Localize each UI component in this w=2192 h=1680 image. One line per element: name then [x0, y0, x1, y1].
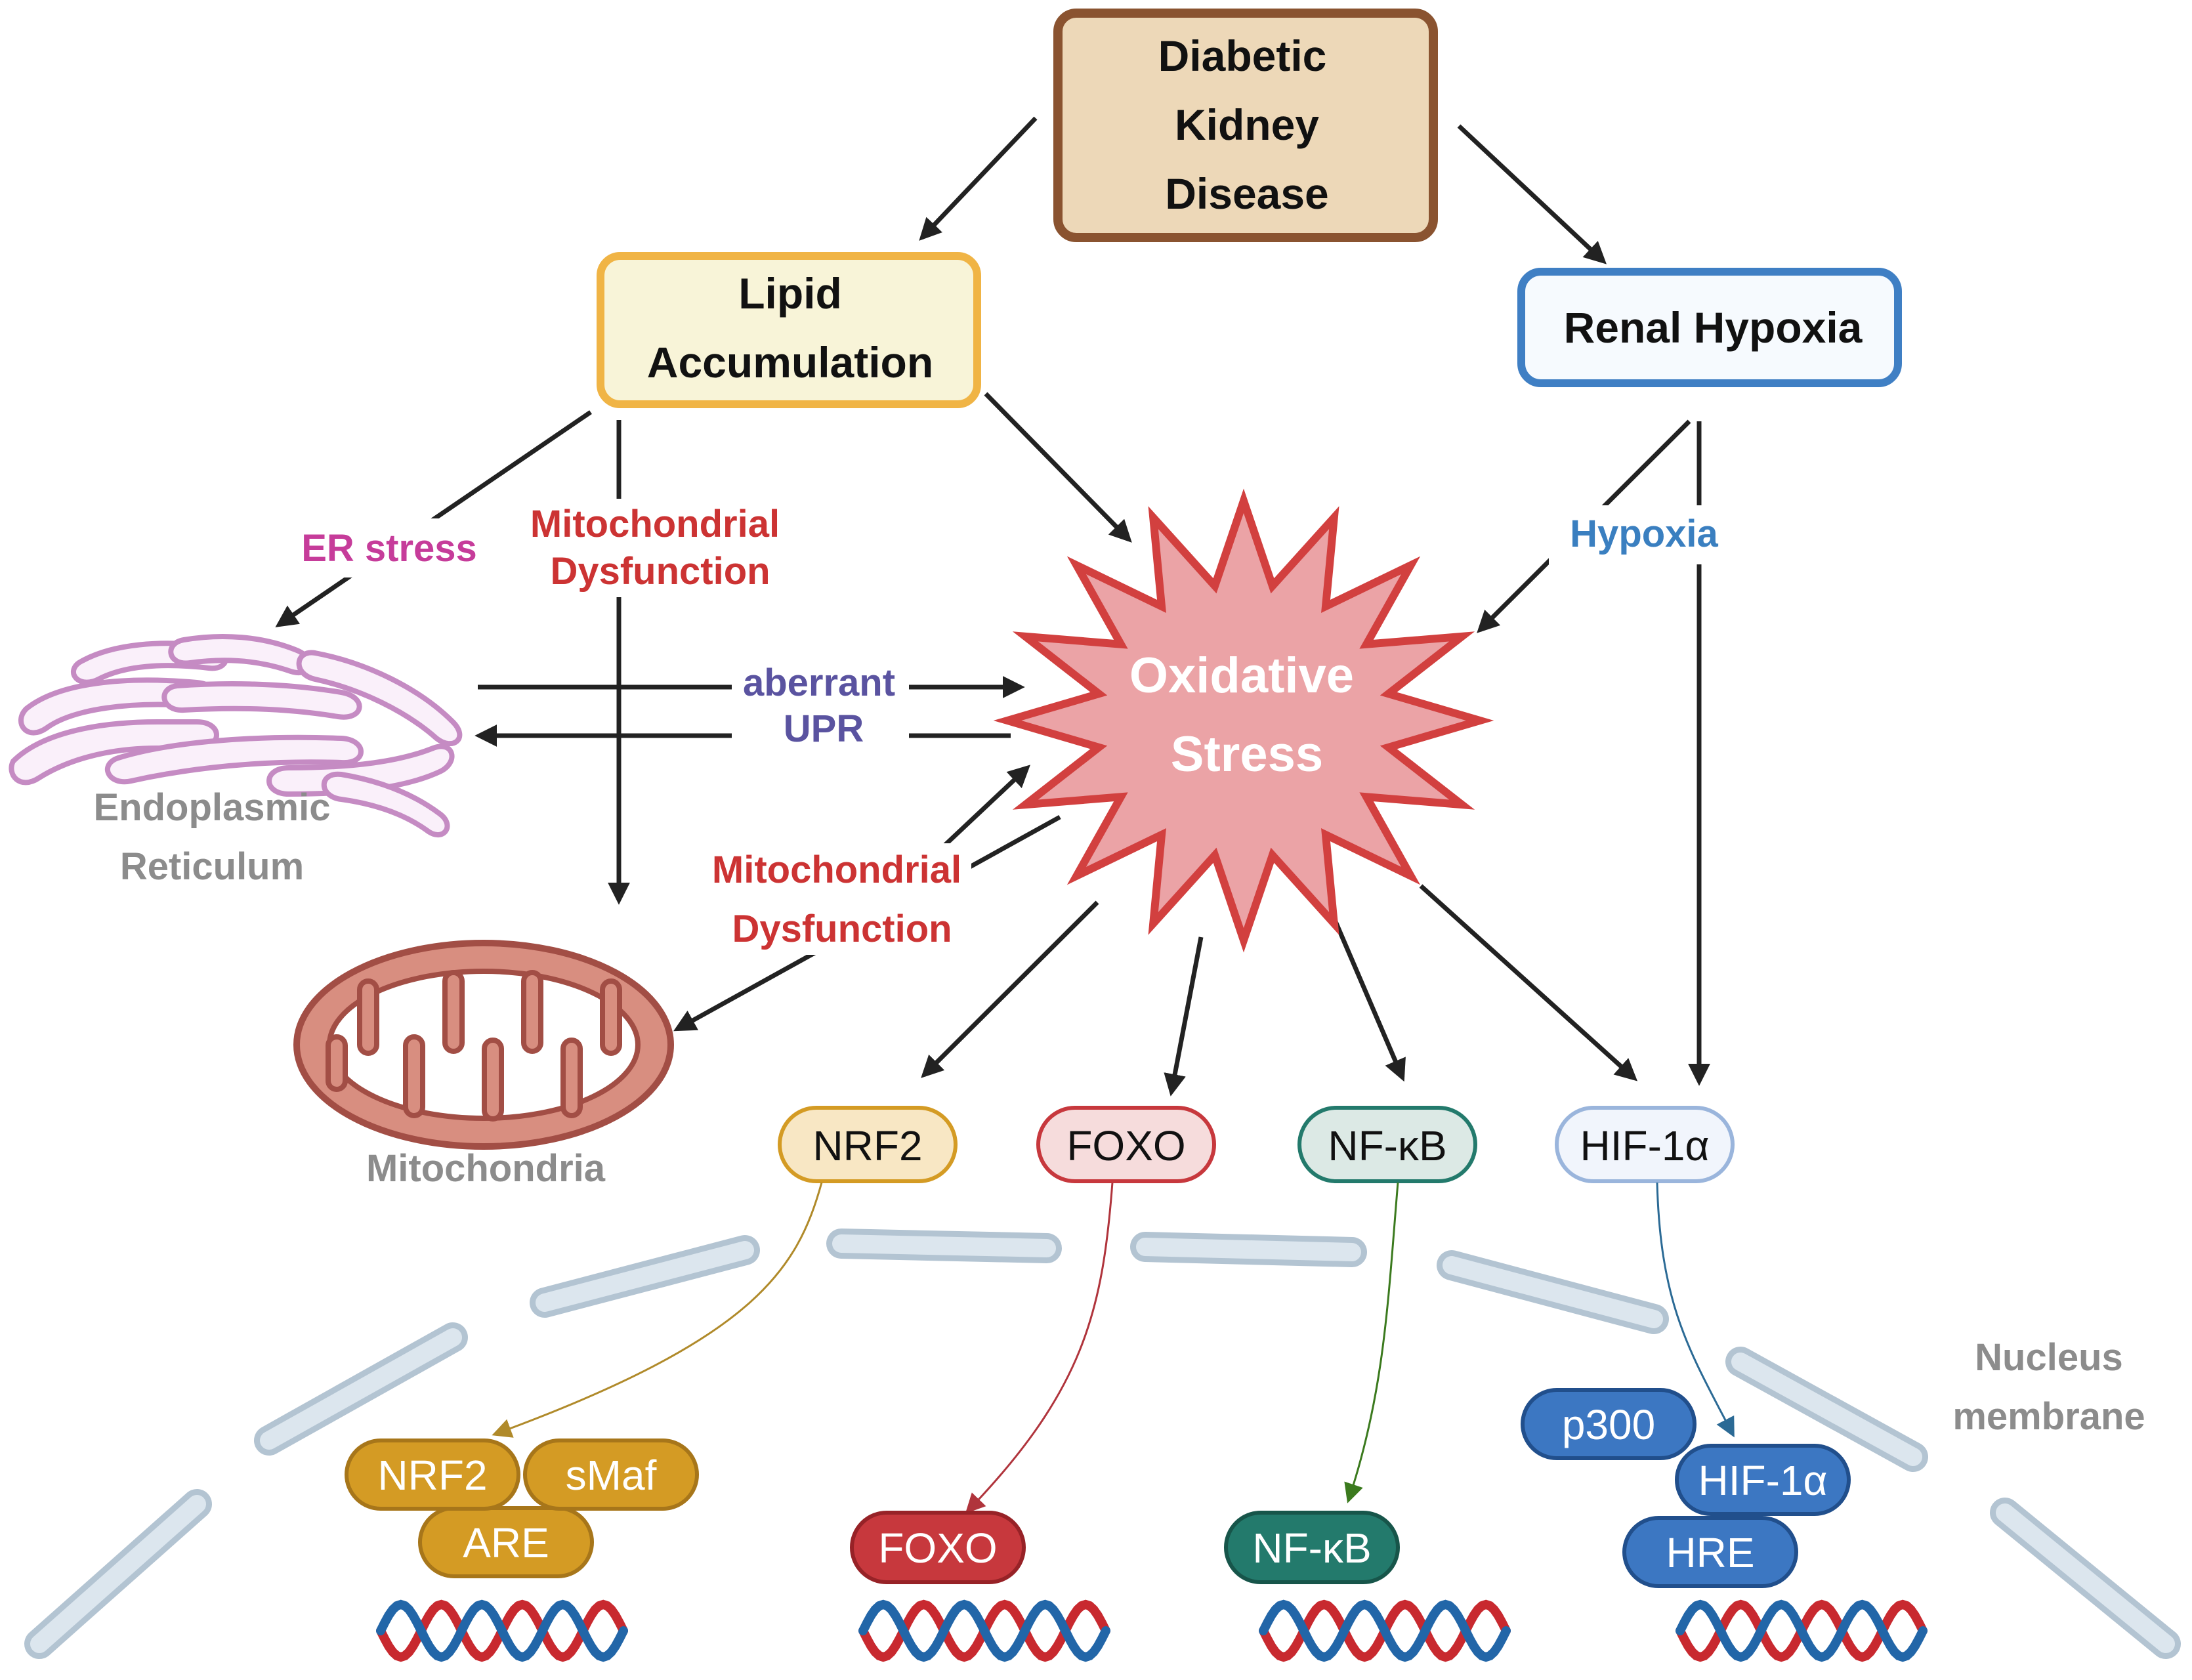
lipid-accumulation-box: Lipid Accumulation	[597, 252, 981, 408]
dkd-line-3: Disease	[1165, 169, 1329, 218]
complex-nfkb-label: NF-κB	[1252, 1524, 1371, 1572]
factor-nfkb-label: NF-κB	[1328, 1122, 1446, 1169]
dna-strand-blue	[858, 1599, 1110, 1662]
dna-helix	[1259, 1599, 1511, 1662]
nucleus-label-line-1: Nucleus	[1975, 1336, 2123, 1379]
arrow-lipid-to-oxidative	[984, 392, 1132, 543]
endoplasmic-reticulum-icon	[9, 634, 463, 837]
hypoxia-label: Hypoxia	[1570, 513, 1718, 555]
factor-foxo: FOXO	[1036, 1106, 1216, 1183]
complex-p300-hif-hre: HRE HIF-1α p300	[1521, 1388, 1851, 1588]
nucleus-label-line-2: membrane	[1952, 1395, 2145, 1438]
factor-nrf2-label: NRF2	[812, 1122, 922, 1169]
factor-nfkb: NF-κB	[1297, 1106, 1477, 1183]
dna-helix	[858, 1599, 1110, 1662]
diabetic-kidney-disease-box: Diabetic Kidney Disease	[1053, 9, 1438, 242]
nucleus-membrane	[24, 1228, 2181, 1659]
dna-helix	[376, 1599, 628, 1662]
er-label-line-1: Endoplasmic	[94, 786, 331, 829]
membrane-segment	[254, 1322, 468, 1456]
complex-smaf-label: sMaf	[566, 1452, 657, 1499]
membrane-segment	[1437, 1250, 1669, 1334]
complex-p300-label: p300	[1562, 1401, 1655, 1448]
renal-hypoxia-label: Renal Hypoxia	[1564, 303, 1863, 352]
complex-nrf2-label: NRF2	[377, 1452, 487, 1499]
mito-dysfunction-label-1-line-1: Mitochondrial	[530, 503, 780, 545]
complex-foxo: FOXO	[850, 1511, 1026, 1584]
dna-strand-blue	[1676, 1599, 1928, 1662]
oxidative-stress-star: Oxidative Stress	[993, 488, 1494, 953]
er-label-line-2: Reticulum	[120, 845, 304, 888]
membrane-segment	[1725, 1347, 1928, 1472]
factor-hif1a: HIF-1α	[1555, 1106, 1735, 1183]
arrow-dkd-to-lipid	[919, 116, 1038, 241]
membrane-segment	[24, 1489, 212, 1659]
complex-foxo-label: FOXO	[878, 1524, 997, 1572]
dna-strand-blue	[1259, 1599, 1511, 1662]
translocation-arrow-nrf2	[492, 1182, 823, 1438]
mito-dysfunction-label-2-line-2: Dysfunction	[732, 908, 952, 950]
renal-hypoxia-box: Renal Hypoxia	[1517, 268, 1902, 387]
arrow-oxidative-to-hif	[1419, 884, 1638, 1082]
lipid-line-2: Accumulation	[647, 338, 933, 387]
membrane-segment	[530, 1235, 760, 1318]
label-backgrounds	[299, 499, 1739, 955]
aberrant-upr-line-2: UPR	[784, 707, 864, 750]
mito-dysfunction-label-2-line-1: Mitochondrial	[712, 849, 961, 891]
dna-strand-blue	[376, 1599, 628, 1662]
factor-foxo-label: FOXO	[1066, 1122, 1185, 1169]
mitochondria-label: Mitochondria	[366, 1147, 606, 1190]
complex-hif1a-label: HIF-1α	[1698, 1457, 1828, 1504]
dkd-line-2: Kidney	[1175, 100, 1319, 149]
membrane-segment	[1990, 1498, 2181, 1659]
mitochondria-icon	[293, 940, 674, 1150]
er-stress-label: ER stress	[301, 527, 477, 570]
membrane-segment	[826, 1228, 1062, 1263]
complex-hre-label: HRE	[1666, 1529, 1754, 1576]
membrane-segment	[1130, 1232, 1367, 1267]
complex-nrf2-smaf-are: ARE NRF2 sMaf	[345, 1438, 699, 1578]
factor-hif1a-label: HIF-1α	[1580, 1122, 1710, 1169]
oxidative-stress-line-1: Oxidative	[1129, 648, 1354, 704]
translocation-arrow-nfkb	[1344, 1182, 1399, 1503]
complex-nfkb: NF-κB	[1224, 1511, 1400, 1584]
complex-are-label: ARE	[463, 1519, 549, 1566]
lipid-line-1: Lipid	[738, 269, 842, 318]
arrow-mito-to-oxidative	[938, 765, 1030, 852]
arrow-oxidative-to-nrf2	[921, 900, 1099, 1078]
arrow-dkd-to-hypoxia	[1457, 124, 1607, 264]
dna-helix	[1676, 1599, 1928, 1662]
arrow-oxidative-to-foxo	[1164, 936, 1204, 1097]
translocation-arrow-foxo	[965, 1182, 1114, 1514]
oxidative-stress-line-2: Stress	[1171, 726, 1323, 782]
factor-nrf2: NRF2	[778, 1106, 958, 1183]
aberrant-upr-line-1: aberrant	[743, 662, 895, 704]
translocation-arrow-hif	[1656, 1182, 1735, 1438]
arrow-oxidative-to-nfkb	[1328, 910, 1406, 1082]
mito-dysfunction-label-1-line-2: Dysfunction	[550, 550, 770, 593]
dkd-line-1: Diabetic	[1158, 32, 1327, 80]
